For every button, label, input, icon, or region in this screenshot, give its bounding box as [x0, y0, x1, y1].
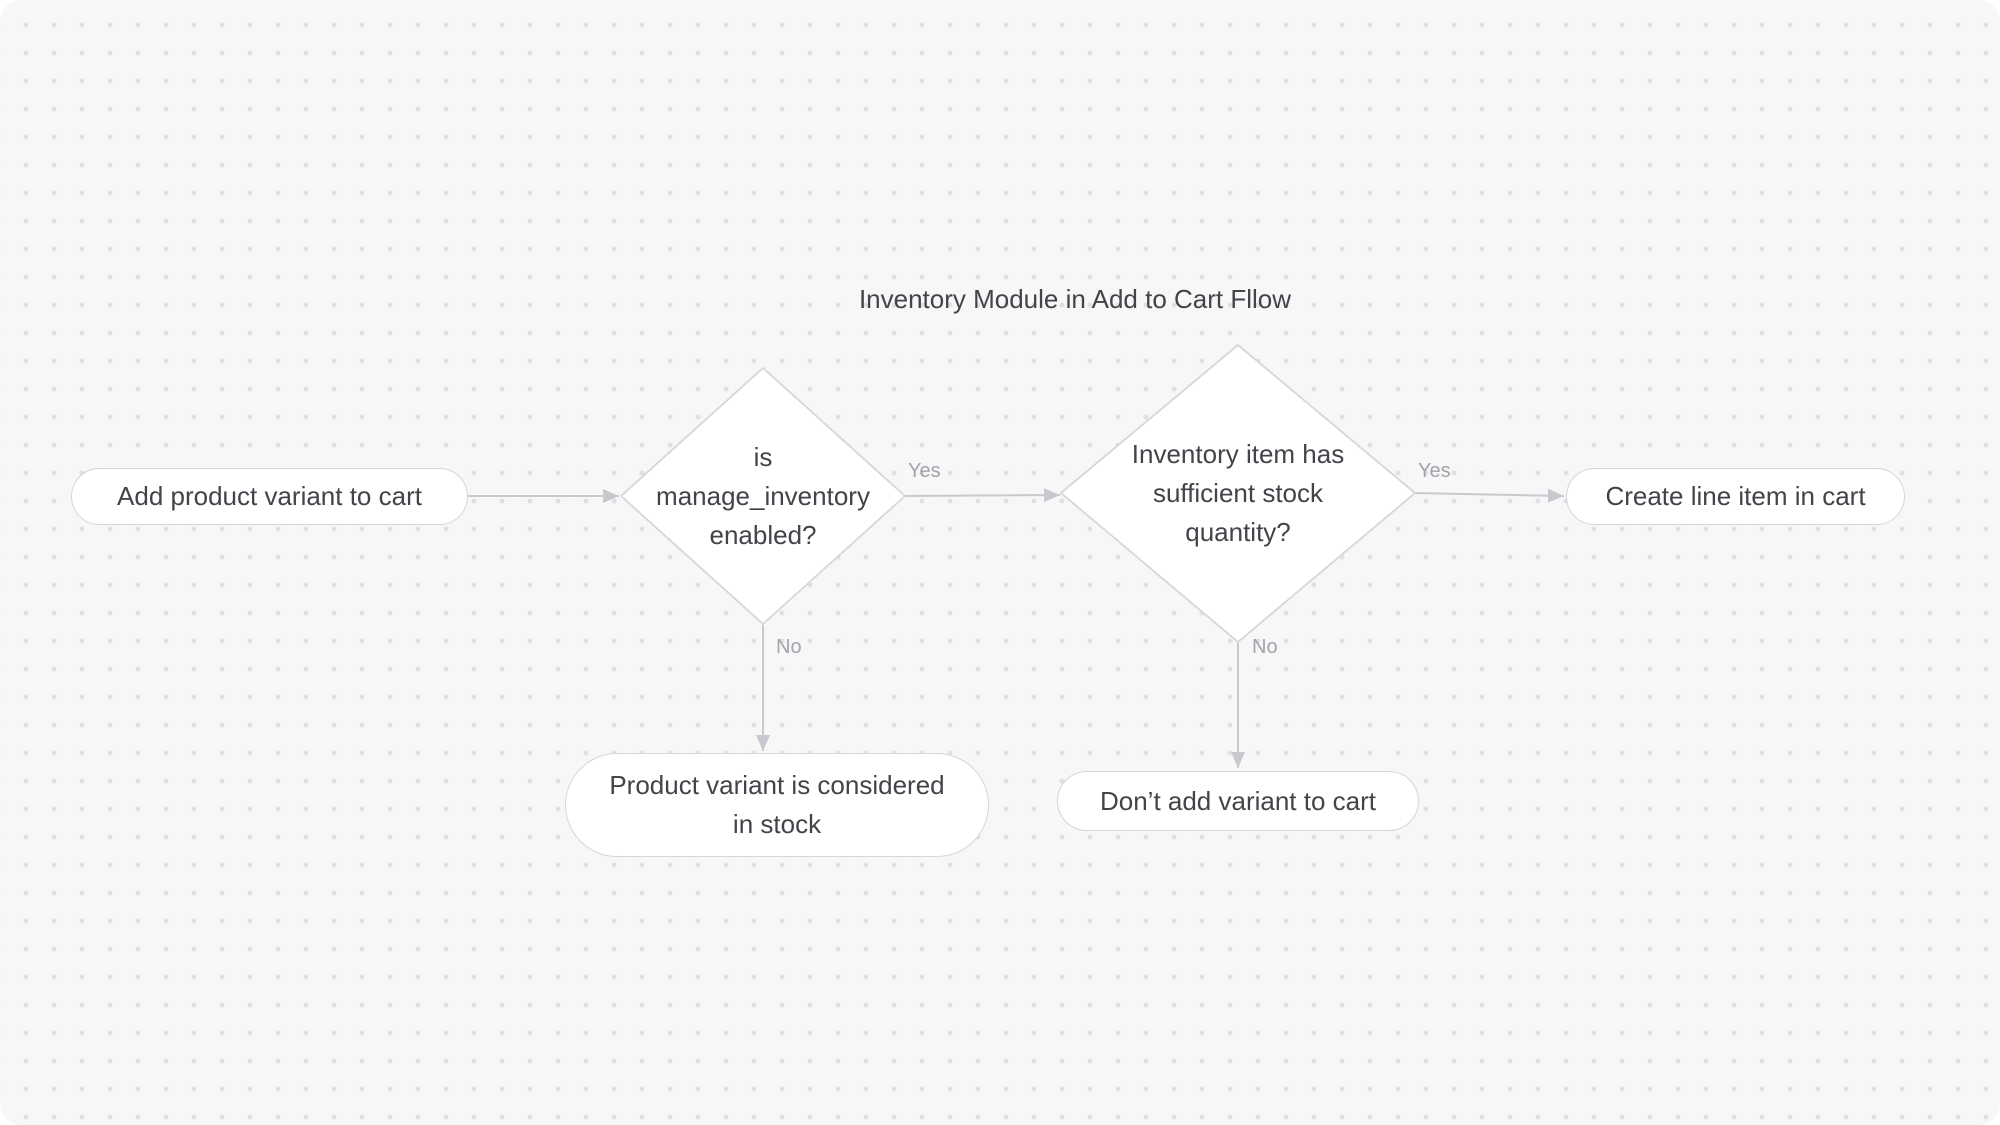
edge-label-yes-2: Yes [1418, 460, 1451, 482]
node-create-line-item: Create line item in cart [1566, 468, 1905, 525]
diagram-title: Inventory Module in Add to Cart Fllow [858, 284, 1292, 314]
node-label-line: Don’t add variant to cart [1099, 785, 1377, 816]
node-label-line: quantity? [1185, 517, 1291, 547]
edge-label-no-1: No [776, 636, 802, 658]
node-label-sufficient-stock: Inventory item has sufficient stock quan… [1088, 435, 1388, 552]
node-label-line: enabled? [709, 520, 817, 550]
edge-label-no-2: No [1252, 636, 1278, 658]
node-label-line: sufficient stock [1152, 478, 1324, 508]
node-label-line: Add product variant to cart [117, 481, 422, 511]
edge-label-yes-1: Yes [908, 460, 941, 482]
decision-diamond-manage-inventory [620, 367, 906, 625]
node-label-line: is [753, 442, 773, 472]
edge-yes-to-create-line-item [1413, 488, 1565, 503]
node-label-line: manage_inventory [656, 481, 870, 511]
edge-yes-to-stock-decision [904, 488, 1061, 503]
node-variant-considered-in-stock: Product variant is considered in stock [565, 753, 989, 857]
node-label-line: in stock [732, 809, 822, 839]
node-dont-add-variant: Don’t add variant to cart [1057, 771, 1419, 831]
decision-diamond-sufficient-stock [1060, 344, 1416, 643]
node-add-product-variant: Add product variant to cart [71, 468, 468, 525]
node-label-manage-inventory: is manage_inventory enabled? [633, 438, 893, 555]
node-label-line: Create line item in cart [1605, 481, 1866, 511]
node-label-line: Inventory item has [1131, 439, 1345, 469]
node-label-line: Product variant is considered [609, 770, 945, 800]
